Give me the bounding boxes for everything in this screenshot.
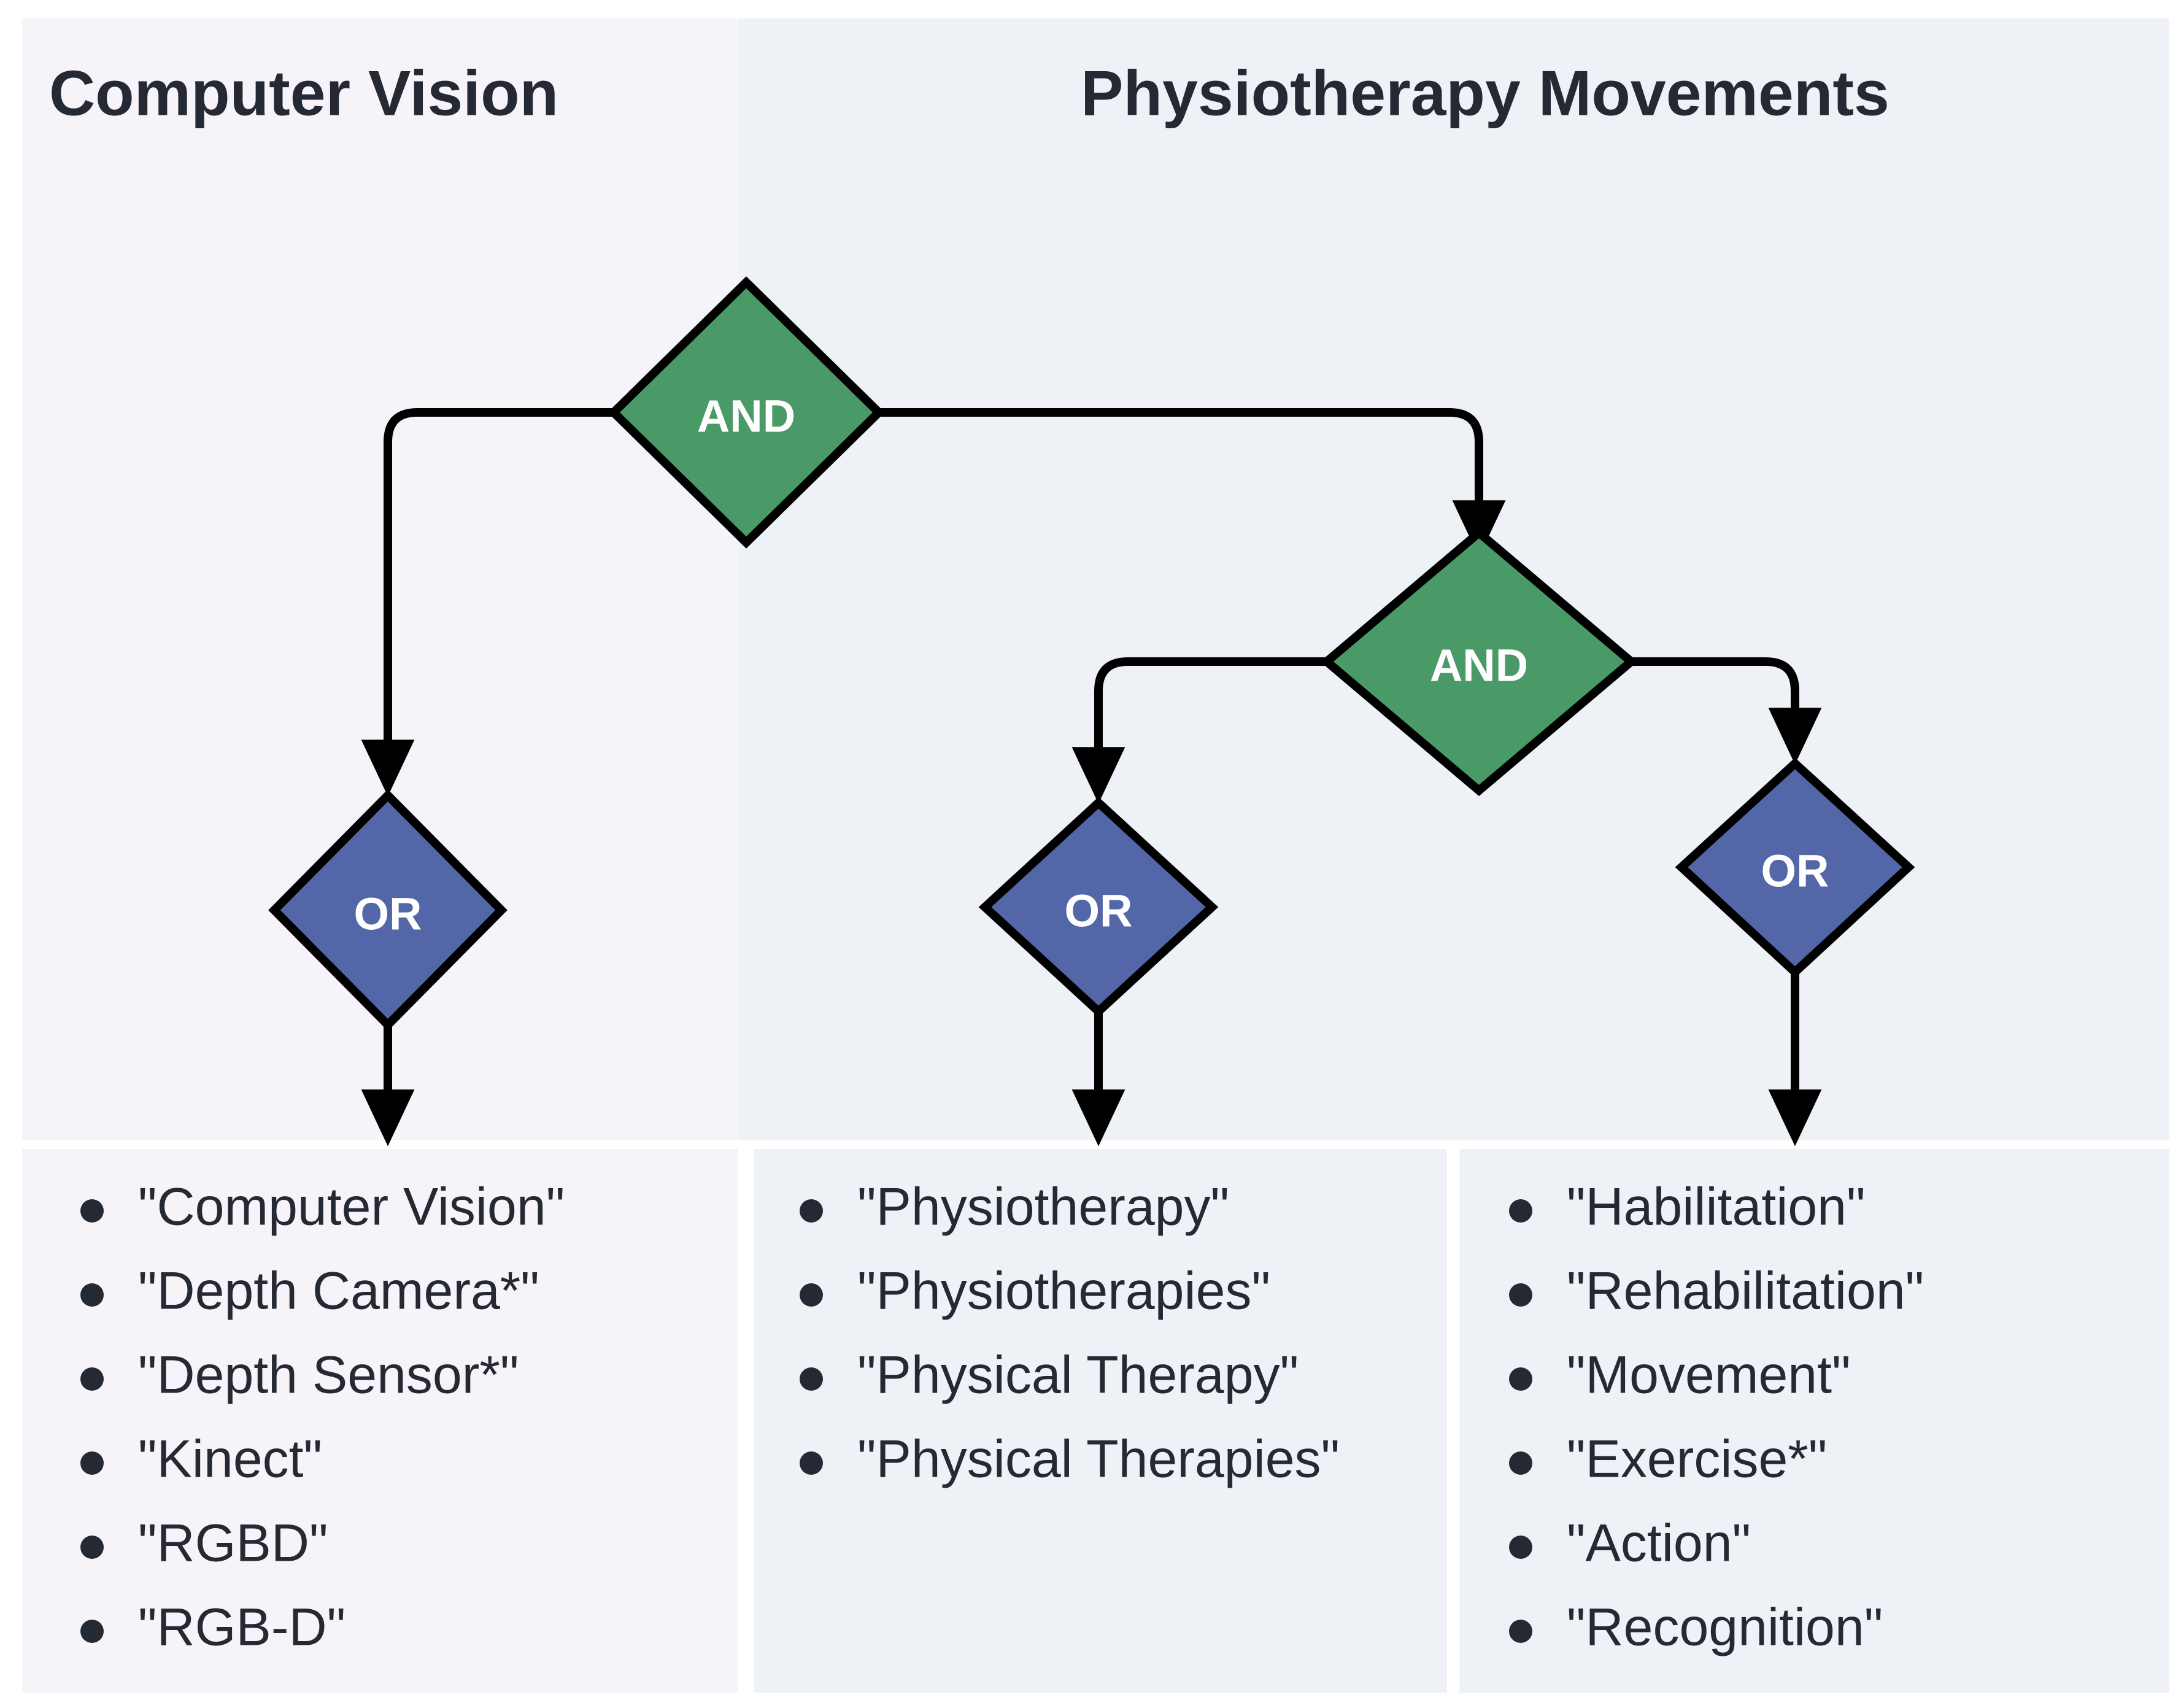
and-branch-diamond — [1320, 527, 1638, 797]
bullet-icon — [800, 1451, 823, 1475]
term-label: "Physical Therapies" — [857, 1430, 1340, 1489]
list-item: "Physiotherapy" — [800, 1178, 1229, 1237]
or-vision-label: OR — [354, 889, 422, 940]
term-label: "Movement" — [1567, 1346, 1851, 1405]
panel-title-computer-vision: Computer Vision — [49, 58, 558, 129]
list-item: "RGB-D" — [80, 1598, 345, 1657]
term-label: "Physiotherapies" — [857, 1262, 1270, 1321]
or-movement-label: OR — [1761, 846, 1829, 897]
gate-and-branch[interactable]: AND — [1320, 527, 1638, 797]
list-item: "Physical Therapy" — [800, 1346, 1299, 1405]
term-box-vision — [22, 1149, 738, 1693]
list-item: "Physical Therapies" — [800, 1430, 1340, 1489]
list-item: "Physiotherapies" — [800, 1262, 1270, 1321]
bullet-icon — [80, 1283, 104, 1307]
gate-or-vision[interactable]: OR — [268, 789, 508, 1031]
edge-and-root-to-and-branch — [879, 408, 1506, 557]
term-box-therapy — [754, 1149, 1447, 1693]
bullet-icon — [800, 1199, 823, 1223]
list-item: "Recognition" — [1509, 1598, 1883, 1657]
bullet-icon — [80, 1451, 104, 1475]
list-item: "Action" — [1509, 1514, 1751, 1573]
term-label: "RGBD" — [138, 1514, 328, 1573]
gate-and-root[interactable]: AND — [608, 276, 885, 549]
edge-and-branch-to-or-therapy — [1071, 657, 1327, 804]
term-box-movement — [1459, 1149, 2169, 1693]
bullet-icon — [800, 1283, 823, 1307]
term-list-therapy: "Physiotherapy" "Physiotherapies" "Physi… — [800, 1178, 1340, 1489]
or-vision-diamond — [268, 789, 508, 1031]
panel-background-computer-vision — [22, 18, 738, 1140]
bullet-icon — [80, 1620, 104, 1643]
bullet-icon — [80, 1199, 104, 1223]
or-therapy-label: OR — [1065, 886, 1133, 937]
bullet-icon — [1509, 1283, 1532, 1307]
list-item: "Habilitation" — [1509, 1178, 1866, 1237]
term-label: "Depth Sensor*" — [138, 1346, 519, 1405]
term-label: "Exercise*" — [1567, 1430, 1827, 1489]
and-root-label: AND — [697, 391, 795, 442]
bullet-icon — [1509, 1536, 1532, 1559]
bullet-icon — [80, 1367, 104, 1391]
term-label: "Rehabilitation" — [1567, 1262, 1924, 1321]
list-item: "Movement" — [1509, 1346, 1851, 1405]
bullet-icon — [1509, 1620, 1532, 1643]
term-label: "Recognition" — [1567, 1598, 1883, 1657]
term-label: "Action" — [1567, 1514, 1751, 1573]
and-branch-label: AND — [1430, 640, 1528, 691]
term-label: "Physiotherapy" — [857, 1178, 1229, 1237]
list-item: "Kinect" — [80, 1430, 322, 1489]
bullet-icon — [1509, 1367, 1532, 1391]
list-item: "RGBD" — [80, 1514, 328, 1573]
or-movement-diamond — [1675, 757, 1915, 978]
term-label: "Physical Therapy" — [857, 1346, 1299, 1405]
list-item: "Exercise*" — [1509, 1430, 1827, 1489]
term-label: "Computer Vision" — [138, 1178, 565, 1237]
list-item: "Depth Camera*" — [80, 1262, 539, 1321]
term-label: "Habilitation" — [1567, 1178, 1866, 1237]
and-root-diamond — [608, 276, 885, 549]
term-label: "Depth Camera*" — [138, 1262, 539, 1321]
bullet-icon — [80, 1536, 104, 1559]
term-label: "Kinect" — [138, 1430, 322, 1489]
bullet-icon — [1509, 1199, 1532, 1223]
list-item: "Depth Sensor*" — [80, 1346, 519, 1405]
edge-and-branch-to-or-movement — [1631, 657, 1822, 765]
list-item: "Rehabilitation" — [1509, 1262, 1924, 1321]
or-therapy-diamond — [978, 797, 1219, 1018]
gate-or-therapy[interactable]: OR — [978, 797, 1219, 1018]
gate-or-movement[interactable]: OR — [1675, 757, 1915, 978]
term-list-movement: "Habilitation" "Rehabilitation" "Movemen… — [1509, 1178, 1924, 1657]
bullet-icon — [800, 1367, 823, 1391]
term-label: "RGB-D" — [138, 1598, 345, 1657]
panel-title-physiotherapy-movements: Physiotherapy Movements — [1081, 58, 1890, 129]
bullet-icon — [1509, 1451, 1532, 1475]
edge-and-root-to-or-vision — [361, 408, 614, 797]
list-item: "Computer Vision" — [80, 1178, 565, 1237]
term-list-vision: "Computer Vision" "Depth Camera*" "Depth… — [80, 1178, 565, 1657]
